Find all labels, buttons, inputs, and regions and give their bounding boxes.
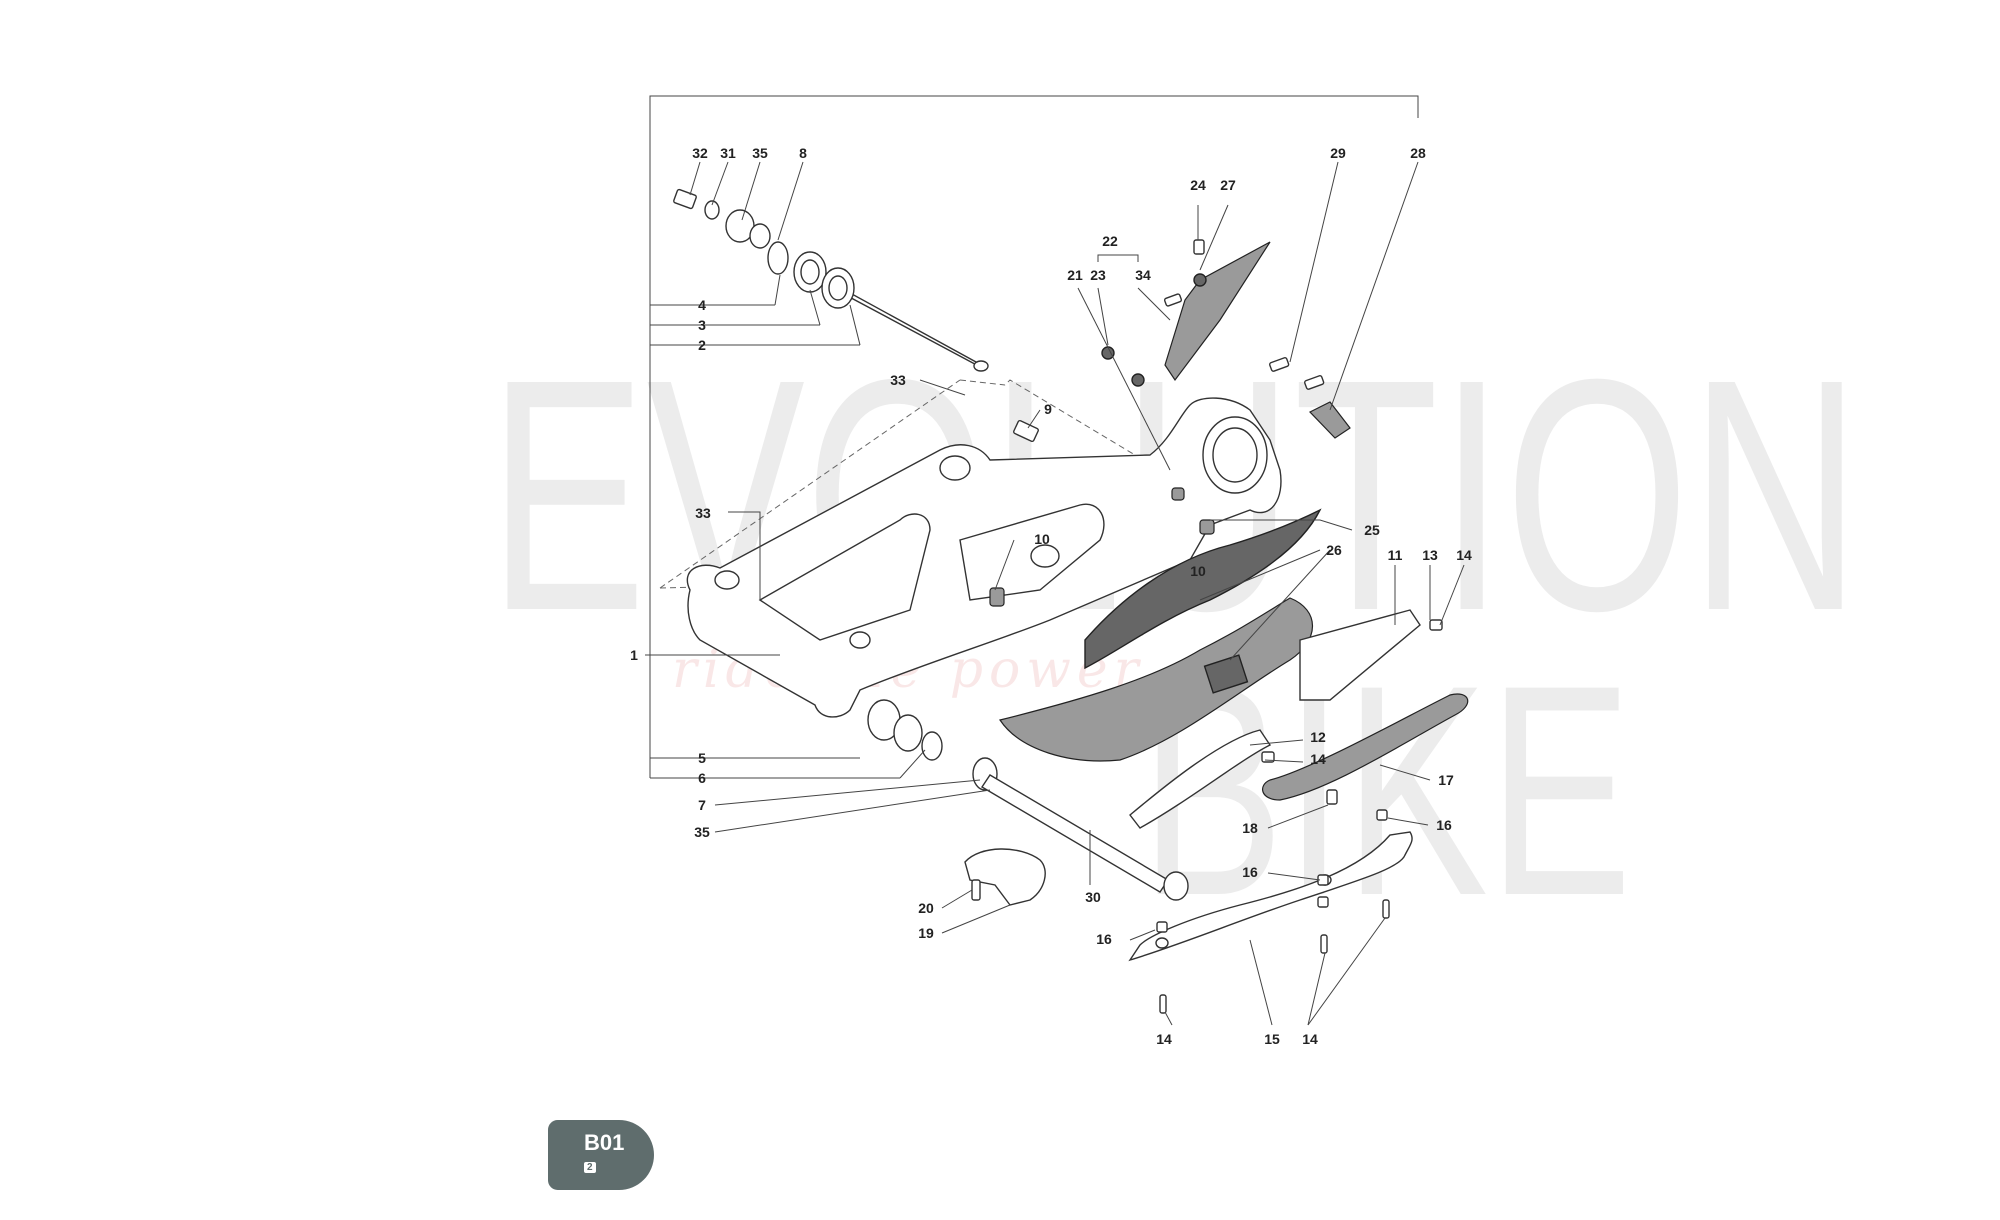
callout-2: 2 xyxy=(698,337,706,353)
callout-32: 32 xyxy=(692,145,708,161)
callout-33-mid: 33 xyxy=(695,505,711,521)
callout-23: 23 xyxy=(1090,267,1106,283)
page-sub-index: 2 xyxy=(584,1162,596,1173)
callout-25: 25 xyxy=(1364,522,1380,538)
chain-guard-icon xyxy=(1164,239,1271,382)
callout-3: 3 xyxy=(698,317,706,333)
page-code: B01 xyxy=(584,1130,625,1155)
callout-leaders xyxy=(645,161,1465,1026)
callout-18: 18 xyxy=(1242,820,1258,836)
mudguard-icon xyxy=(999,508,1322,762)
callout-29: 29 xyxy=(1330,145,1346,161)
callout-9: 9 xyxy=(1044,401,1052,417)
callout-35: 35 xyxy=(752,145,768,161)
bracket-icon xyxy=(1309,401,1351,439)
callout-28: 28 xyxy=(1410,145,1426,161)
callout-15: 15 xyxy=(1264,1031,1280,1047)
bolt-icon xyxy=(1101,293,1325,390)
callout-14-top: 14 xyxy=(1456,547,1472,563)
swingarm-icon xyxy=(686,397,1282,718)
callout-16-right: 16 xyxy=(1436,817,1452,833)
callout-4: 4 xyxy=(698,297,706,313)
callout-26: 26 xyxy=(1326,542,1342,558)
pivot-shaft-icon xyxy=(981,774,1189,901)
callout-14-mid: 14 xyxy=(1310,751,1326,767)
bolt-icon xyxy=(989,487,1215,607)
pivot-shaft-icon xyxy=(829,281,989,372)
callout-14-bottom-left: 14 xyxy=(1156,1031,1172,1047)
callout-24: 24 xyxy=(1190,177,1206,193)
callout-22: 22 xyxy=(1102,233,1118,249)
callout-34: 34 xyxy=(1135,267,1151,283)
callout-10-right: 10 xyxy=(1190,563,1206,579)
callout-17: 17 xyxy=(1438,772,1454,788)
callout-16-left: 16 xyxy=(1096,931,1112,947)
callout-7: 7 xyxy=(698,797,706,813)
callout-10-left: 10 xyxy=(1034,531,1050,547)
callout-35-lower: 35 xyxy=(694,824,710,840)
bearing-icon xyxy=(867,699,998,791)
callout-5: 5 xyxy=(698,750,706,766)
page-badge: B01 2 xyxy=(548,1120,654,1190)
bolt-icon xyxy=(1013,419,1039,443)
callout-19: 19 xyxy=(918,925,934,941)
callout-20: 20 xyxy=(918,900,934,916)
bracket-icon xyxy=(964,848,1046,906)
bolt-icon xyxy=(1156,619,1443,1014)
callout-14-bottom-right: 14 xyxy=(1302,1031,1318,1047)
callout-21: 21 xyxy=(1067,267,1083,283)
callout-labels: 32 31 35 8 4 3 2 33 9 33 10 1 5 6 7 35 3… xyxy=(630,145,1472,1047)
callout-16-mid: 16 xyxy=(1242,864,1258,880)
callout-30: 30 xyxy=(1085,889,1101,905)
chain-slider-icon xyxy=(1129,609,1469,829)
callout-12: 12 xyxy=(1310,729,1326,745)
bearing-icon xyxy=(767,241,855,309)
callout-1: 1 xyxy=(630,647,638,663)
bolt-icon xyxy=(673,188,771,249)
callout-31: 31 xyxy=(720,145,736,161)
callout-27: 27 xyxy=(1220,177,1236,193)
callout-13: 13 xyxy=(1422,547,1438,563)
callout-11: 11 xyxy=(1388,547,1403,563)
callout-8: 8 xyxy=(799,145,807,161)
callout-33-top: 33 xyxy=(890,372,906,388)
assembly-frame xyxy=(649,95,1419,779)
callout-6: 6 xyxy=(698,770,706,786)
